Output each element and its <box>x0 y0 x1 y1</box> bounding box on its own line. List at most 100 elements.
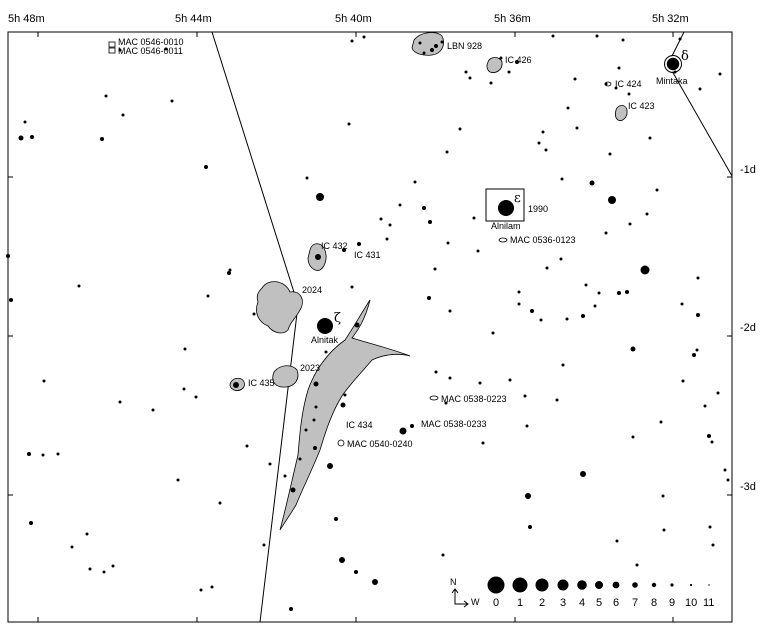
label-ic-426: IC 426 <box>505 55 532 65</box>
nebula-2023 <box>272 365 299 388</box>
object-box-1990 <box>485 188 525 222</box>
field-star <box>118 400 122 404</box>
label-mac-0536-0123: MAC 0536-0123 <box>510 235 576 245</box>
field-star <box>515 60 519 64</box>
field-star <box>617 291 621 295</box>
field-star <box>537 141 541 145</box>
star-mintaka-ring <box>664 55 682 73</box>
field-star <box>608 152 612 156</box>
field-star <box>662 528 666 532</box>
magnitude-label-3: 3 <box>560 597 567 609</box>
label-mac-0538-0223: MAC 0538-0223 <box>441 394 507 404</box>
field-star <box>517 302 521 306</box>
field-star <box>628 222 632 226</box>
field-star <box>640 265 650 275</box>
field-star <box>100 137 104 141</box>
field-star <box>164 47 168 51</box>
field-star <box>313 446 317 450</box>
field-star <box>581 314 585 318</box>
field-star <box>422 206 426 210</box>
field-star <box>523 394 527 398</box>
label-mac-0546-0010: MAC 0546-0010 <box>118 37 184 47</box>
field-star <box>698 87 702 91</box>
field-star <box>88 567 92 571</box>
field-star <box>595 34 599 38</box>
label-ic-434: IC 434 <box>346 420 373 430</box>
field-star <box>575 126 579 130</box>
field-star <box>476 249 480 253</box>
field-star <box>151 408 155 412</box>
field-star <box>427 296 431 300</box>
ra-label-540: 5h 40m <box>335 13 372 25</box>
star-alnilam <box>498 200 514 216</box>
field-star <box>262 543 266 547</box>
field-star <box>472 216 476 220</box>
field-star <box>561 363 565 367</box>
magnitude-label-1: 1 <box>517 597 524 609</box>
field-star <box>357 242 361 246</box>
field-star <box>268 462 272 466</box>
field-star <box>199 588 203 592</box>
field-star <box>428 220 432 224</box>
field-star <box>104 94 108 98</box>
field-star <box>530 309 534 313</box>
field-star <box>680 302 684 306</box>
label-mac-0546-0011: MAC 0546-0011 <box>118 46 183 56</box>
field-star <box>418 41 422 45</box>
nebula-ic-426 <box>486 57 503 73</box>
field-star <box>339 557 345 563</box>
dec-label-2: -2d <box>740 322 756 334</box>
field-star <box>635 563 639 567</box>
ra-label-544: 5h 44m <box>175 13 212 25</box>
magnitude-legend <box>487 576 710 594</box>
field-star <box>573 77 577 81</box>
magnitude-label-0: 0 <box>493 597 500 609</box>
magnitude-label-2: 2 <box>539 597 546 609</box>
field-star <box>589 180 595 186</box>
field-star <box>313 381 319 387</box>
field-star <box>362 35 366 39</box>
magnitude-dot-8 <box>651 582 657 588</box>
field-star <box>448 309 452 313</box>
magnitude-dot-7 <box>632 582 638 588</box>
field-star <box>528 525 532 529</box>
label-alnilam: Alnilam <box>491 221 521 231</box>
field-star <box>723 468 727 472</box>
field-star <box>41 453 45 457</box>
field-star <box>77 284 81 288</box>
field-star <box>314 405 318 409</box>
magnitude-label-10: 10 <box>685 597 698 609</box>
field-star <box>42 379 46 383</box>
field-star <box>18 135 24 141</box>
field-star <box>305 176 309 180</box>
field-star <box>539 318 543 322</box>
field-star <box>283 474 287 478</box>
field-star <box>398 203 402 207</box>
map-frame <box>7 31 733 623</box>
magnitude-dot-2 <box>535 578 549 592</box>
ra-label-532: 5h 32m <box>652 13 689 25</box>
field-star <box>316 193 324 201</box>
field-star <box>315 254 321 260</box>
field-star <box>545 266 549 270</box>
field-star <box>478 381 482 385</box>
greek-delta: δ <box>681 49 689 64</box>
mac-object-symbols <box>108 41 508 447</box>
field-star <box>593 304 597 308</box>
field-star <box>678 37 682 41</box>
magnitude-label-6: 6 <box>613 597 620 609</box>
field-star <box>566 106 570 110</box>
field-star <box>446 241 450 245</box>
field-star <box>340 402 346 408</box>
field-star <box>121 113 125 117</box>
field-star <box>290 487 296 493</box>
label-alnitak: Alnitak <box>311 335 339 345</box>
field-star <box>726 478 730 482</box>
ra-label-548: 5h 48m <box>8 13 45 25</box>
ra-ticks <box>8 32 732 622</box>
field-star <box>544 148 548 152</box>
constellation-boundary <box>211 31 733 623</box>
field-star <box>444 401 448 405</box>
field-star <box>445 150 449 154</box>
field-star <box>30 135 34 139</box>
